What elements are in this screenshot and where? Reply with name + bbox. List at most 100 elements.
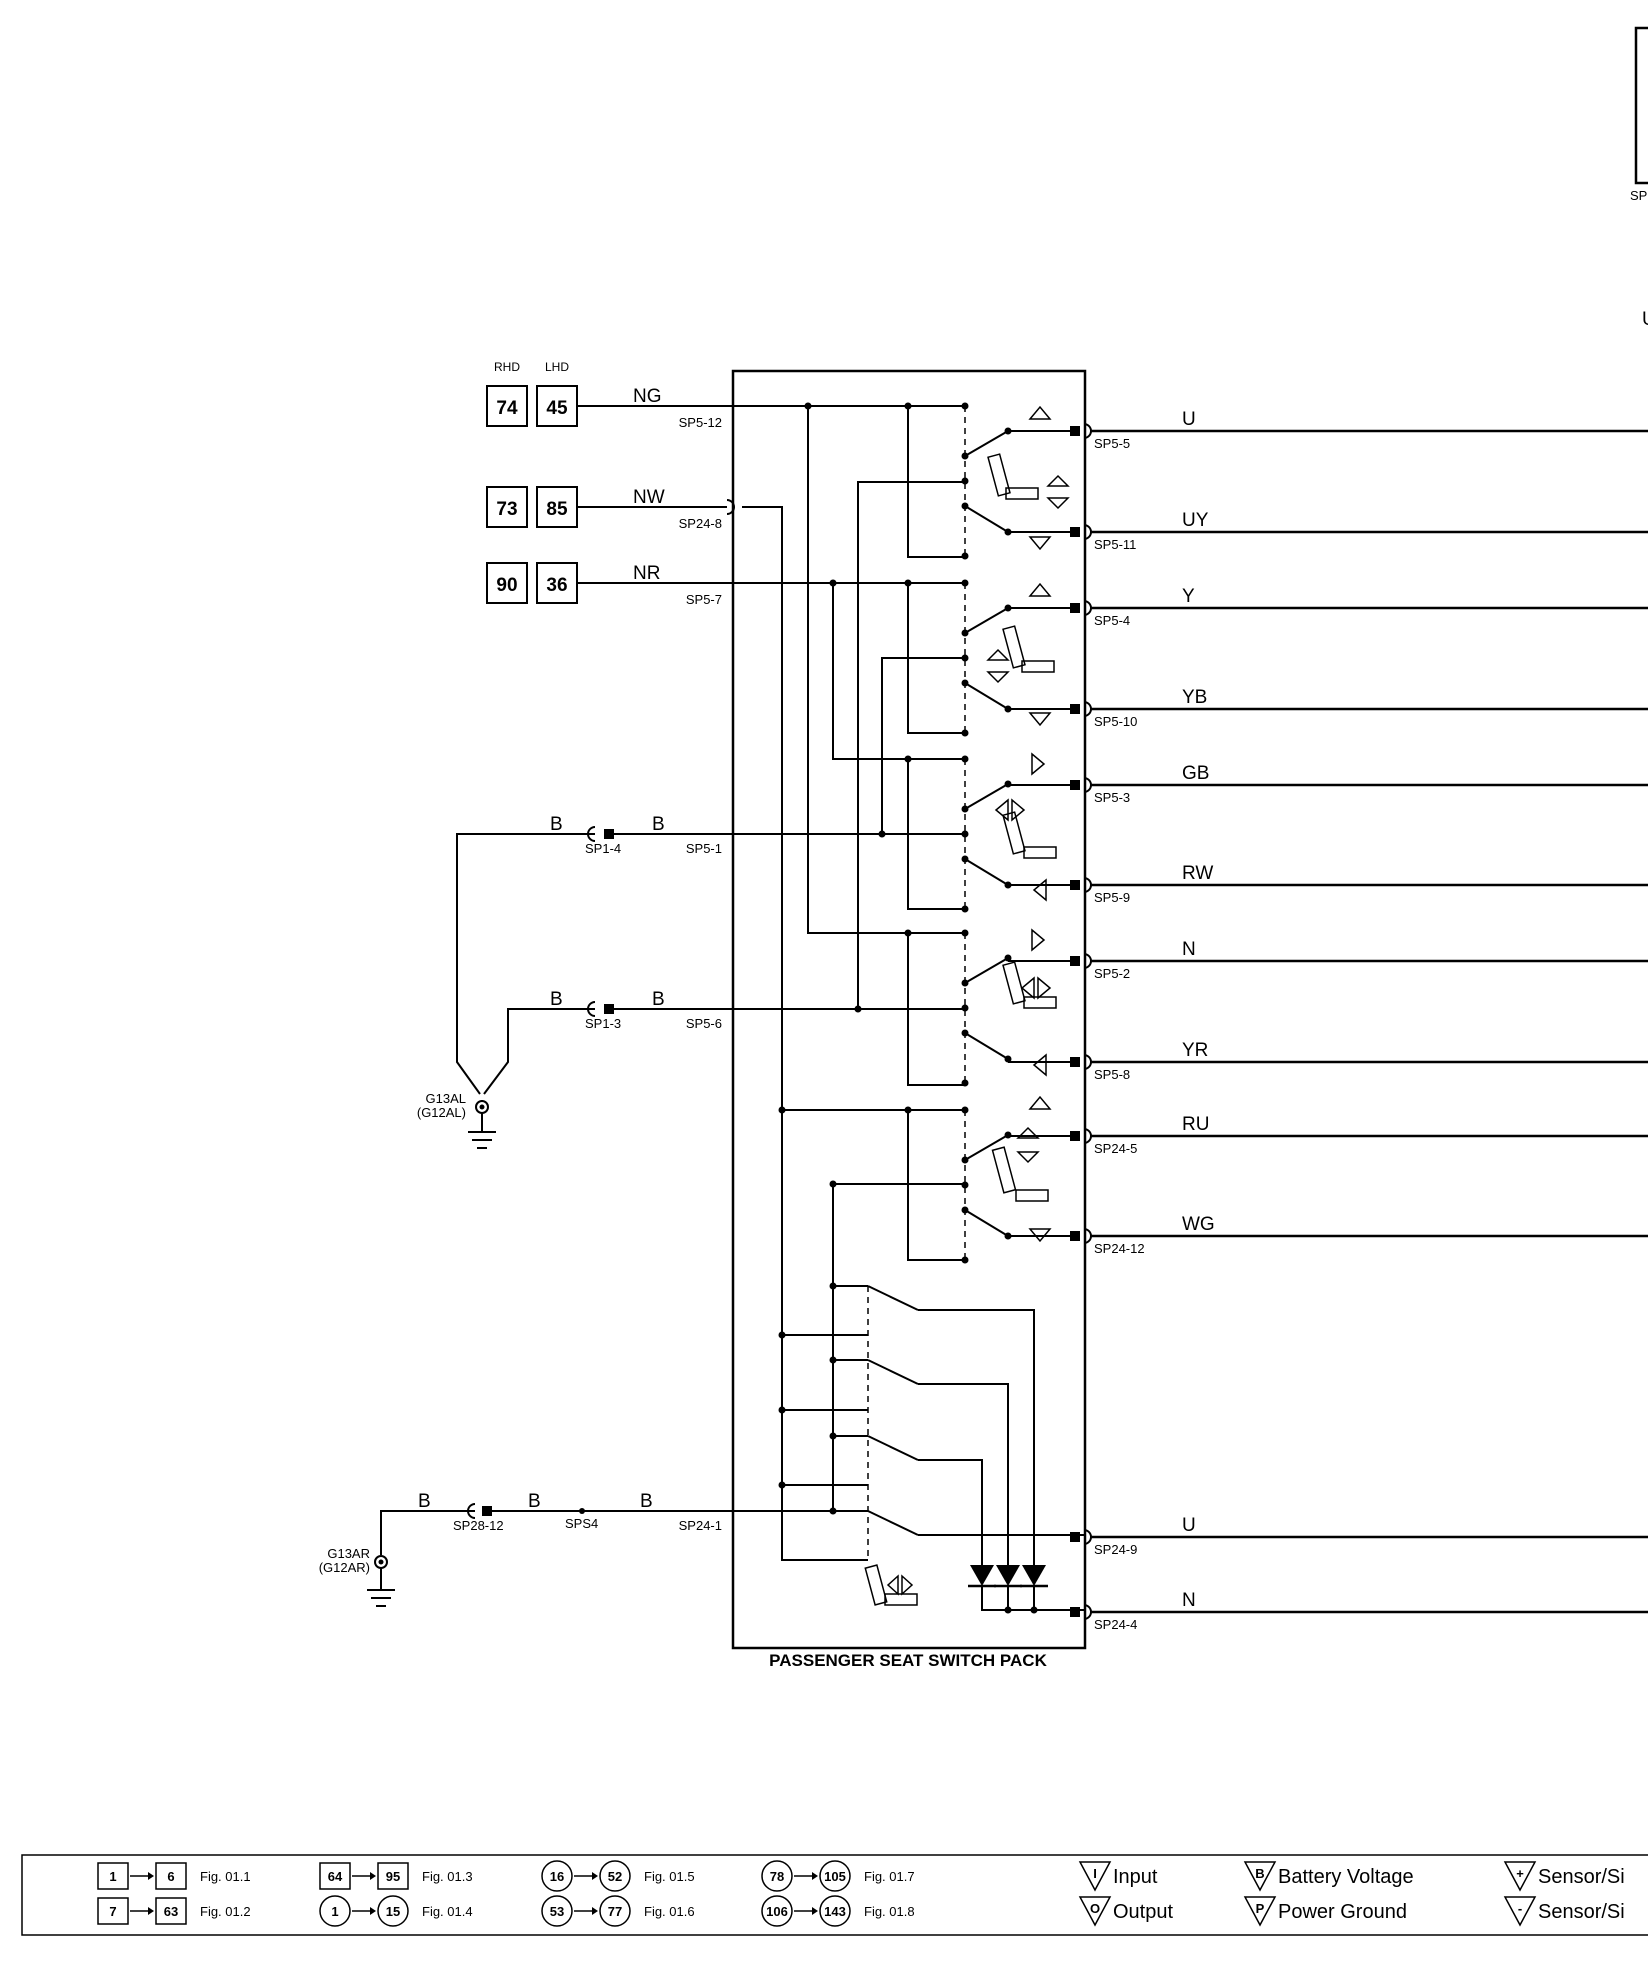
output-pin-label: SP5-5 [1094, 436, 1130, 451]
output-pin-label: SP24-4 [1094, 1617, 1137, 1632]
feed-nw-rhd: 73 [496, 499, 517, 520]
feed-ng: 74 45 NG SP5-12 [486, 385, 735, 430]
switch-pack-title: PASSENGER SEAT SWITCH PACK [769, 1651, 1047, 1670]
output-sp5-4: Y SP5-4 [1008, 586, 1648, 628]
feed-nw-wire: NW [633, 487, 665, 508]
feed-ng-pin: SP5-12 [679, 415, 722, 430]
output-wires: USP5-5UYSP5-11YSP5-4YBSP5-10GBSP5-3RWSP5… [1008, 409, 1648, 1632]
ground-ar-connector: SP28-12 [453, 1518, 504, 1533]
ground-ar-alt: (G12AR) [319, 1560, 370, 1575]
legend-to: 63 [164, 1904, 178, 1919]
feed-nw-pin: SP24-8 [679, 516, 722, 531]
output-wire-label: YB [1182, 687, 1207, 708]
ground-al-wiring [456, 826, 735, 1149]
output-wire-label: GB [1182, 763, 1209, 784]
rhd-header: RHD [494, 360, 520, 374]
ground-al-name: G13AL [426, 1091, 466, 1106]
legend-symbol-letter: - [1518, 1901, 1522, 1916]
switch-pair-3 [961, 755, 1012, 913]
output-pin-label: SP5-4 [1094, 613, 1130, 628]
output-pin-label: SP5-8 [1094, 1067, 1130, 1082]
legend-to: 105 [824, 1869, 846, 1884]
legend-box [21, 1854, 1648, 1936]
legend-fig-label: Fig. 01.7 [864, 1869, 915, 1884]
junction-dots [778, 402, 1038, 1614]
legend-symbol-letter: + [1516, 1866, 1524, 1881]
output-pin-label: SP5-9 [1094, 890, 1130, 905]
output-sp24-4: N SP24-4 [1070, 1590, 1648, 1632]
switch-pair-5 [961, 1106, 1012, 1264]
legend-to: 143 [824, 1904, 846, 1919]
legend-from: 106 [766, 1904, 788, 1919]
legend-fig-label: Fig. 01.4 [422, 1904, 473, 1919]
internal-wiring [735, 405, 1085, 1611]
legend-symbol-label: Battery Voltage [1278, 1866, 1414, 1888]
ground-al-wire-1b: B [652, 814, 665, 835]
legend-symbol-1: I Input [1078, 1861, 1158, 1892]
output-sp24-12: WG SP24-12 [1008, 1214, 1648, 1256]
switch-pair-4 [961, 929, 1012, 1087]
feed-nw-lhd: 85 [546, 499, 568, 520]
legend-symbol-label: Sensor/Si [1538, 1866, 1625, 1888]
output-wire-label: UY [1182, 510, 1209, 531]
seat-icons [864, 405, 1070, 1606]
switch-pair-1 [961, 402, 1012, 560]
output-pin-label: SP5-2 [1094, 966, 1130, 981]
legend-to: 52 [608, 1869, 622, 1884]
edge-fragment-sp: SP [1630, 188, 1647, 203]
legend-to: 95 [386, 1869, 400, 1884]
output-sp5-9: RW SP5-9 [1008, 863, 1648, 905]
legend-from: 1 [109, 1869, 116, 1884]
ground-al-alt: (G12AL) [417, 1105, 466, 1120]
legend-from: 7 [109, 1904, 116, 1919]
ground-al-pin-2: SP5-6 [686, 1016, 722, 1031]
legend-fig-label: Fig. 01.8 [864, 1904, 915, 1919]
ground-ar-wire-1: B [418, 1491, 431, 1512]
output-sp5-3: GB SP5-3 [1008, 763, 1648, 805]
diode-array [968, 1565, 1048, 1588]
legend-fig-label: Fig. 01.1 [200, 1869, 251, 1884]
output-wire-label: Y [1182, 586, 1195, 607]
legend-symbol-5: + Sensor/Si [1503, 1861, 1625, 1892]
legend-symbol-label: Sensor/Si [1538, 1901, 1625, 1923]
legend-fig-8: 106 143 Fig. 01.8 [761, 1895, 915, 1927]
ground-ar-wire-2: B [528, 1491, 541, 1512]
legend-fig-label: Fig. 01.5 [644, 1869, 695, 1884]
output-wire-label: WG [1182, 1214, 1215, 1235]
output-pin-label: SP24-12 [1094, 1241, 1145, 1256]
legend-fig-6: 53 77 Fig. 01.6 [541, 1895, 695, 1927]
output-wire-label: U [1182, 1515, 1196, 1536]
feed-nr-lhd: 36 [546, 575, 567, 596]
ground-ar-pin: SP24-1 [679, 1518, 722, 1533]
edge-fragment-u: U [1642, 309, 1648, 330]
legend-to: 15 [386, 1904, 400, 1919]
ground-al-conn-1: SP1-4 [585, 841, 621, 856]
legend-from: 53 [550, 1904, 564, 1919]
legend-symbol-letter: I [1093, 1866, 1097, 1881]
ground-al-pin-1: SP5-1 [686, 841, 722, 856]
feed-nr-wire: NR [633, 563, 660, 584]
output-pin-label: SP5-3 [1094, 790, 1130, 805]
output-wire-label: RW [1182, 863, 1213, 884]
legend-symbol-label: Input [1113, 1866, 1158, 1888]
legend-fig-label: Fig. 01.6 [644, 1904, 695, 1919]
lhd-header: LHD [545, 360, 569, 374]
output-wire-label: N [1182, 1590, 1196, 1611]
legend-to: 77 [608, 1904, 622, 1919]
output-pin-label: SP24-5 [1094, 1141, 1137, 1156]
feed-ng-rhd: 74 [496, 398, 518, 419]
